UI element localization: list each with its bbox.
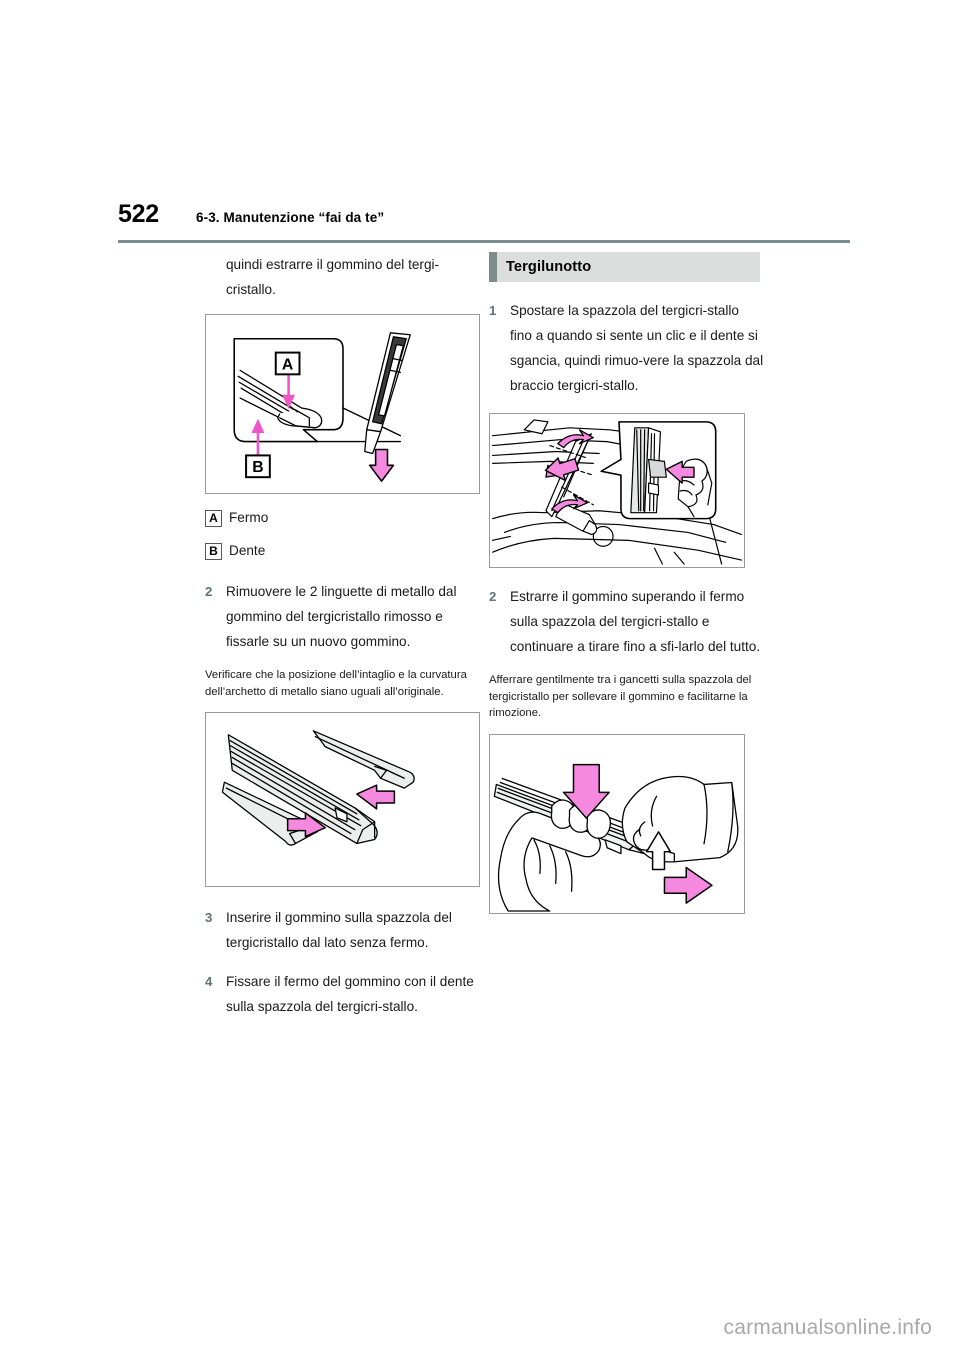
site-watermark: carmanualsonline.info	[723, 1316, 932, 1339]
step-3-number: 3	[205, 910, 213, 925]
rear-step-2: 2 Estrarre il gommino superando il fermo…	[489, 584, 764, 659]
rear-step-1-number: 1	[489, 303, 497, 318]
section-accent-bar	[489, 252, 497, 282]
step-3-text: Inserire il gommino sulla spazzola del t…	[226, 910, 452, 950]
note-verify-position: Verificare che la posizione dell’intagli…	[205, 669, 467, 698]
legend-marker-a: A	[205, 509, 222, 527]
figure-wiper-stopper-tooth: A B	[205, 314, 480, 494]
step-3: 3 Inserire il gommino sulla spazzola del…	[205, 905, 480, 955]
rear-step-2-number: 2	[489, 589, 497, 604]
rear-note-grip: Afferrare gentilmente tra i gancetti sul…	[489, 674, 752, 719]
rear-step-1-text: Spostare la spazzola del tergicri-stallo…	[510, 303, 764, 393]
header-divider	[118, 240, 850, 243]
step-4-number: 4	[205, 974, 213, 989]
figure-metal-strips	[205, 712, 480, 887]
section-heading-tergilunotto: Tergilunotto	[489, 252, 760, 282]
right-column: Tergilunotto 1 Spostare la spazzola del …	[489, 252, 764, 914]
page-header: 522 6-3. Manutenzione “fai da te”	[118, 200, 850, 234]
rear-step-1: 1 Spostare la spazzola del tergicri-stal…	[489, 298, 764, 398]
figure-hands-pulling-insert	[489, 733, 745, 914]
step-2-number: 2	[205, 584, 213, 599]
svg-text:B: B	[252, 459, 263, 476]
legend-item-b: B Dente	[205, 541, 480, 561]
step-2-text: Rimuovere le 2 linguette di metallo dal …	[226, 584, 457, 649]
step-4-text: Fissare il fermo del gommino con il dent…	[226, 974, 474, 1014]
legend-label-a: Fermo	[229, 510, 269, 525]
svg-text:A: A	[282, 356, 293, 373]
intro-paragraph: quindi estrarre il gommino del tergi-cri…	[226, 257, 440, 297]
legend-marker-b: B	[205, 542, 222, 560]
figure-rear-wiper-arm	[489, 413, 745, 568]
page-title: 6-3. Manutenzione “fai da te”	[196, 210, 385, 225]
left-column: quindi estrarre il gommino del tergi-cri…	[205, 252, 480, 1019]
rear-step-2-text: Estrarre il gommino superando il fermo s…	[510, 589, 761, 654]
legend-label-b: Dente	[229, 543, 266, 558]
step-4: 4 Fissare il fermo del gommino con il de…	[205, 969, 480, 1019]
step-2: 2 Rimuovere le 2 linguette di metallo da…	[205, 579, 480, 654]
legend-item-a: A Fermo	[205, 508, 480, 528]
page-number: 522	[118, 200, 159, 228]
section-heading-label: Tergilunotto	[506, 259, 592, 275]
